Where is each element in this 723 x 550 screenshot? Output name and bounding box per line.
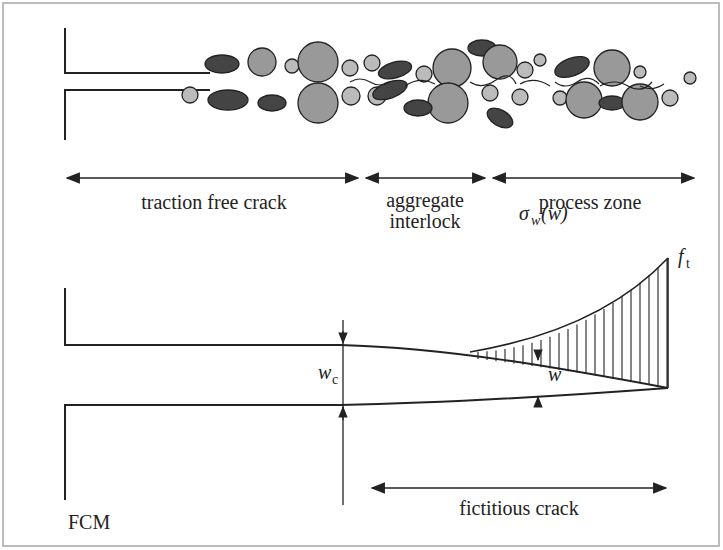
fibres (350, 76, 664, 89)
label: traction free crack (141, 192, 286, 213)
crack-faces (65, 28, 210, 140)
hatch-line (648, 275, 649, 384)
hatch-line (639, 283, 640, 383)
hatch-line (477, 352, 478, 359)
fictitious-crack-profile (65, 258, 668, 500)
label: t (686, 257, 690, 272)
hatch-line (603, 309, 604, 377)
hatch-line (630, 290, 631, 382)
hatch-line (612, 303, 613, 378)
label: w (318, 362, 331, 383)
hatch-line (567, 329, 568, 371)
opening-markers (343, 320, 666, 505)
hatch-line (621, 297, 622, 380)
hatch-line (657, 267, 658, 386)
label: σ (519, 203, 529, 224)
label: w (531, 214, 540, 229)
label: fictitious crack (459, 498, 578, 519)
label: c (332, 373, 338, 388)
hatch-line (531, 343, 532, 366)
aggregates (182, 40, 696, 132)
label: (w) (541, 203, 568, 224)
hatch-line (585, 320, 586, 374)
hatch-line (576, 325, 577, 373)
label: aggregate interlock (380, 190, 470, 232)
label: f (678, 246, 684, 267)
label: FCM (68, 512, 110, 533)
hatch-line (666, 259, 667, 388)
frame (3, 3, 719, 546)
zone-arrows (67, 177, 694, 179)
hatch-line (594, 315, 595, 376)
hatch-line (540, 340, 541, 367)
label: w (548, 364, 561, 385)
